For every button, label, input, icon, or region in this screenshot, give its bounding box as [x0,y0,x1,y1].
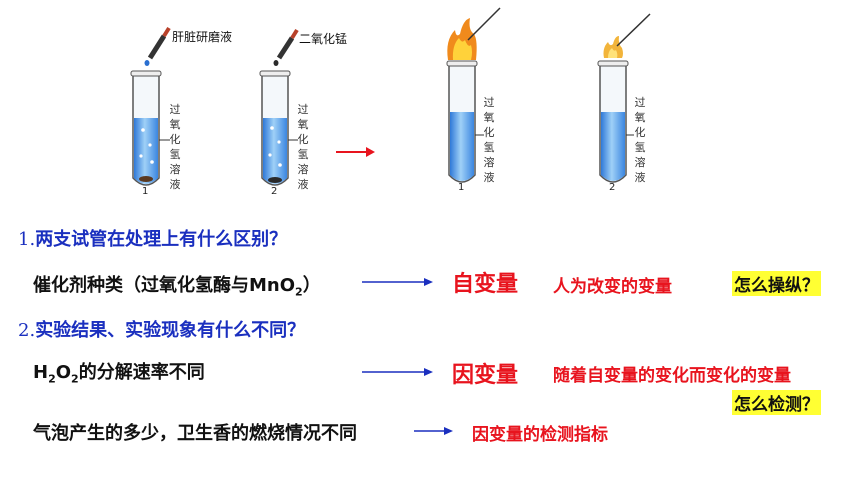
manipulate-prompt: 怎么操纵？ [732,271,821,296]
dropper-2 [273,28,299,66]
question-2-text: 实验结果、实验现象有什么不同？ [35,320,306,341]
test-tube-2 [259,70,298,186]
q2-observation-arrow [414,427,453,435]
q2-arrow [362,368,433,376]
q2-result: H2O2的分解速率不同 [33,362,205,386]
question-2-number: 2. [18,320,36,341]
independent-variable-term: 自变量 [452,272,519,297]
question-2: 2.实验结果、实验现象有什么不同？ [18,316,305,342]
dependent-variable-term: 因变量 [452,363,519,388]
question-1-text: 两支试管在处理上有什么区别？ [35,229,288,250]
dependent-variable-definition: 随着自变量的变化而变化的变量 [553,366,791,386]
q1-answer: 催化剂种类（过氧化氢酶与MnO2） [33,275,321,299]
test-tube-1-result [446,60,484,183]
tube-number-1: 1 [142,186,149,197]
tube-number-2: 2 [271,186,278,197]
independent-variable-definition: 人为改变的变量 [553,277,672,297]
tube1-result-solution-label: 过氧化氢溶液 [483,96,495,184]
experiment-diagram [130,7,651,186]
tube2-solution-label: 过氧化氢溶液 [297,103,309,191]
transition-arrow [336,147,375,157]
q1-arrow [362,278,433,286]
detect-prompt: 怎么检测？ [732,390,821,415]
flame-small [603,13,651,58]
dropper-1 [144,26,171,66]
test-tube-1 [130,70,170,186]
tube2-result-solution-label: 过氧化氢溶液 [634,96,646,184]
dependent-variable-indicator: 因变量的检测指标 [472,425,608,445]
tube-number-2-result: 2 [609,182,616,193]
flame-large [447,7,501,60]
question-1: 1.两支试管在处理上有什么区别？ [18,225,287,251]
test-tube-2-result [597,60,634,183]
tube1-solution-label: 过氧化氢溶液 [169,103,181,191]
tube2-reagent-label: 二氧化锰 [299,32,348,46]
q2-observation: 气泡产生的多少，卫生香的燃烧情况不同 [33,423,357,444]
question-1-number: 1. [18,229,36,250]
tube-number-1-result: 1 [458,182,465,193]
tube1-reagent-label: 肝脏研磨液 [172,30,233,44]
